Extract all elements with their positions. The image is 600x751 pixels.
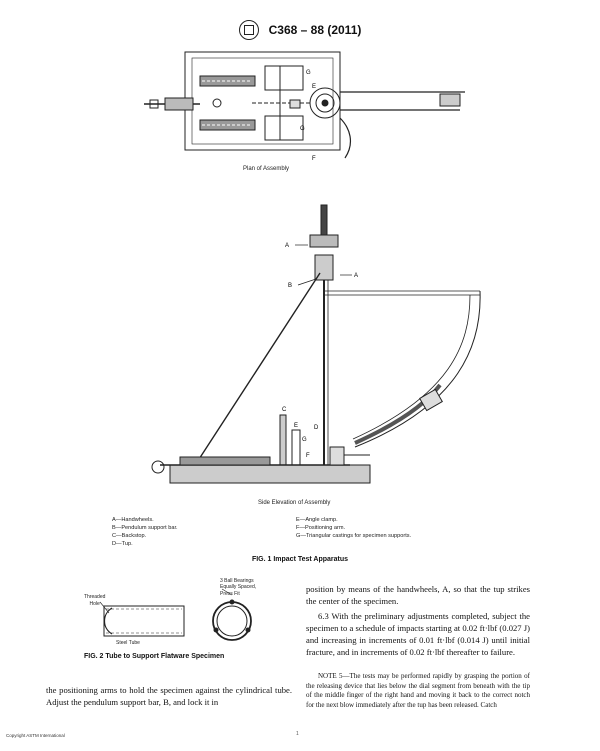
paragraph-6-3: 6.3 With the preliminary adjustments com… (306, 611, 530, 657)
fig2-tube-drawing (99, 588, 252, 641)
side-letter-d: D (314, 425, 319, 431)
fig1-caption: FIG. 1 Impact Test Apparatus (251, 556, 349, 563)
legend-item: G—Triangular castings for specimen suppo… (296, 533, 412, 539)
side-letter-f: F (306, 453, 310, 459)
plan-letter-e: E (312, 84, 316, 90)
threaded-hole-label: Threaded Hole (84, 594, 106, 607)
legend-item: E—Angle clamp. (296, 517, 338, 523)
plan-letter-g-bottom: G (300, 126, 305, 132)
fig1-legend-left: A—Handwheels. B—Pendulum support bar. C—… (112, 516, 282, 548)
note-5: NOTE 5—The tests may be performed rapidl… (306, 672, 530, 709)
side-letter-c: C (282, 407, 287, 413)
astm-logo-icon (238, 20, 259, 40)
legend-item: D—Tup. (112, 541, 133, 547)
fig1-legend-right: E—Angle clamp. F—Positioning arm. G—Tria… (296, 516, 496, 540)
legend-item: F—Positioning arm. (296, 525, 346, 531)
copyright-footer: Copyright ASTM International (6, 733, 65, 738)
paragraph-positioning-arms: the positioning arms to hold the specime… (46, 685, 292, 707)
side-letter-a-top: A (285, 243, 289, 249)
side-letter-g: G (302, 437, 307, 443)
paragraph-position: position by means of the handwheels, A, … (306, 584, 530, 606)
side-elevation-drawing: A A B C E D G F (151, 204, 481, 484)
legend-item: B—Pendulum support bar. (112, 525, 178, 531)
standard-designation: C368 – 88 (2011) (268, 23, 362, 37)
ball-bearings-label: 3 Ball Bearings Equally Spaced, Press Fi… (220, 578, 257, 597)
steel-tube-label: Steel Tube (116, 640, 140, 646)
page-header: C368 – 88 (2011) (0, 20, 600, 40)
side-letter-b: B (288, 283, 292, 289)
side-elevation-label: Side Elevation of Assembly (258, 500, 331, 506)
plan-of-assembly-drawing: G G E F (144, 51, 465, 162)
plan-of-assembly-label: Plan of Assembly (243, 166, 290, 172)
plan-letter-g-top: G (306, 70, 311, 76)
side-letter-a-mid: A (354, 273, 358, 279)
legend-item: C—Backstop. (112, 533, 147, 539)
page-number: 1 (296, 731, 299, 737)
plan-letter-f: F (312, 156, 316, 162)
fig2-caption: FIG. 2 Tube to Support Flatware Specimen (84, 653, 225, 660)
side-letter-e: E (294, 423, 298, 429)
legend-item: A—Handwheels. (112, 517, 154, 523)
